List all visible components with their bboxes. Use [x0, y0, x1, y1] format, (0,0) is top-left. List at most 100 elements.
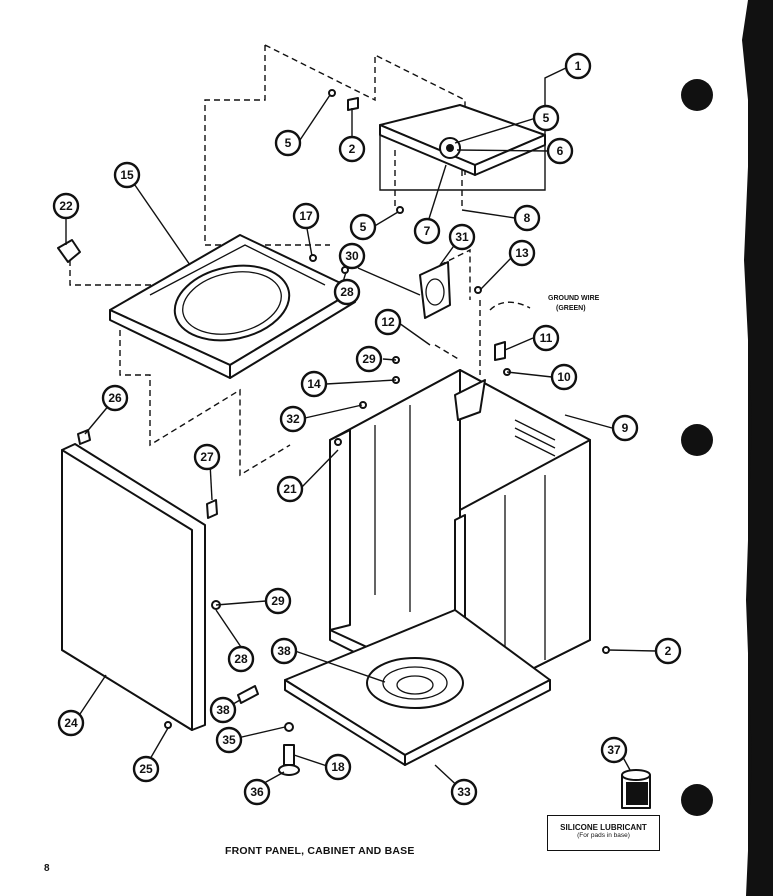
silicone-lubricant-title: SILICONE LUBRICANT — [560, 823, 647, 832]
svg-text:27: 27 — [200, 450, 214, 464]
binder-hole-3 — [681, 784, 713, 816]
diagram-caption: FRONT PANEL, CABINET AND BASE — [225, 845, 415, 857]
foot-part-18 — [283, 744, 295, 766]
svg-text:38: 38 — [277, 644, 291, 658]
ground-wire — [489, 301, 531, 311]
svg-text:21: 21 — [283, 482, 297, 496]
svg-text:33: 33 — [457, 785, 471, 799]
svg-text:6: 6 — [557, 144, 564, 158]
callout-10: 10 — [550, 363, 578, 391]
page-number: 8 — [44, 863, 50, 874]
svg-text:28: 28 — [234, 652, 248, 666]
ground-wire-label-line2: (GREEN) — [556, 305, 586, 312]
top-cover-part — [379, 104, 546, 191]
silicone-lubricant-box: SILICONE LUBRICANT (For pads in base) — [547, 815, 660, 851]
dashed-guide-22 — [69, 260, 175, 286]
clip-part-11 — [494, 341, 506, 361]
callout-5: 5 — [274, 129, 302, 157]
clip-part-22 — [57, 239, 81, 263]
svg-text:38: 38 — [216, 703, 230, 717]
clip-part-26 — [77, 429, 91, 445]
svg-text:22: 22 — [59, 199, 73, 213]
svg-text:2: 2 — [349, 142, 356, 156]
svg-text:5: 5 — [360, 220, 367, 234]
svg-text:9: 9 — [622, 421, 629, 435]
callout-11: 11 — [532, 324, 560, 352]
svg-text:5: 5 — [285, 136, 292, 150]
callout-13: 13 — [508, 239, 536, 267]
svg-text:36: 36 — [250, 785, 264, 799]
callout-17: 17 — [292, 202, 320, 230]
callout-8: 8 — [513, 204, 541, 232]
svg-text:29: 29 — [271, 594, 285, 608]
callout-21: 21 — [276, 475, 304, 503]
svg-text:2: 2 — [665, 644, 672, 658]
callout-37: 37 — [600, 736, 628, 764]
svg-text:31: 31 — [455, 230, 469, 244]
base-part — [284, 609, 551, 766]
dashed-guide-31 — [439, 248, 471, 300]
callout-18: 18 — [324, 753, 352, 781]
silicone-can-part — [621, 769, 651, 809]
cabinet-part — [329, 369, 591, 706]
callout-14: 14 — [300, 370, 328, 398]
svg-text:28: 28 — [340, 285, 354, 299]
callout-7: 7 — [413, 217, 441, 245]
binder-hole-1 — [681, 79, 713, 111]
callout-5: 5 — [532, 104, 560, 132]
ground-wire-label-line1: GROUND WIRE — [548, 295, 600, 302]
svg-text:25: 25 — [139, 762, 153, 776]
svg-text:18: 18 — [331, 760, 345, 774]
dashed-guide-12 — [434, 344, 461, 361]
front-panel-part — [61, 443, 206, 731]
svg-text:24: 24 — [64, 716, 78, 730]
top-panel-part — [109, 234, 356, 379]
svg-text:13: 13 — [515, 246, 529, 260]
callout-29: 29 — [264, 587, 292, 615]
callout-28: 28 — [227, 645, 255, 673]
page-edge-torn — [742, 0, 773, 896]
svg-text:29: 29 — [362, 352, 376, 366]
callout-27: 27 — [193, 443, 221, 471]
svg-text:5: 5 — [543, 111, 550, 125]
callout-5: 5 — [349, 213, 377, 241]
callout-28: 28 — [333, 278, 361, 306]
callout-26: 26 — [101, 384, 129, 412]
callout-32: 32 — [279, 405, 307, 433]
callout-30: 30 — [338, 242, 366, 270]
callout-24: 24 — [57, 709, 85, 737]
svg-text:30: 30 — [345, 249, 359, 263]
dashed-guide-left — [119, 330, 291, 477]
svg-text:8: 8 — [524, 211, 531, 225]
binder-hole-2 — [681, 424, 713, 456]
callout-1: 1 — [564, 52, 592, 80]
callout-38: 38 — [209, 696, 237, 724]
callout-36: 36 — [243, 778, 271, 806]
callout-22: 22 — [52, 192, 80, 220]
svg-text:15: 15 — [120, 168, 134, 182]
silicone-lubricant-note: (For pads in base) — [577, 832, 630, 839]
bracket-part-31 — [419, 261, 451, 319]
callout-9: 9 — [611, 414, 639, 442]
svg-text:7: 7 — [424, 224, 431, 238]
callout-31: 31 — [448, 223, 476, 251]
callout-29: 29 — [355, 345, 383, 373]
svg-text:12: 12 — [381, 315, 395, 329]
callout-6: 6 — [546, 137, 574, 165]
clip-part-27 — [206, 499, 218, 519]
callout-12: 12 — [374, 308, 402, 336]
svg-text:11: 11 — [540, 331, 553, 345]
callout-2: 2 — [338, 135, 366, 163]
clip-part-38 — [237, 685, 259, 704]
callout-33: 33 — [450, 778, 478, 806]
callout-38: 38 — [270, 637, 298, 665]
callout-2: 2 — [654, 637, 682, 665]
svg-text:32: 32 — [286, 412, 300, 426]
callout-15: 15 — [113, 161, 141, 189]
svg-text:1: 1 — [575, 59, 582, 73]
svg-text:35: 35 — [222, 733, 236, 747]
callout-25: 25 — [132, 755, 160, 783]
svg-text:26: 26 — [108, 391, 122, 405]
svg-text:10: 10 — [557, 370, 571, 384]
